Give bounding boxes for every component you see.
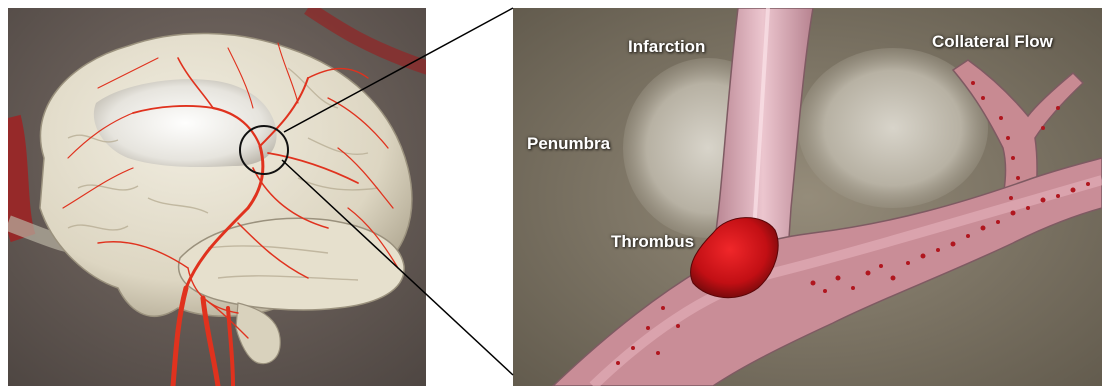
collateral-flow-label: Collateral Flow [932,32,1053,52]
infarction-label: Infarction [628,37,705,57]
infarct-region [94,79,277,167]
brain-illustration-panel [8,8,426,386]
zoomed-artery-illustration [513,8,1102,386]
zoomed-artery-panel: Infarction Collateral Flow Penumbra Thro… [513,8,1102,386]
penumbra-label: Penumbra [527,134,610,154]
thrombus-label: Thrombus [611,232,694,252]
brain-illustration [8,8,426,386]
